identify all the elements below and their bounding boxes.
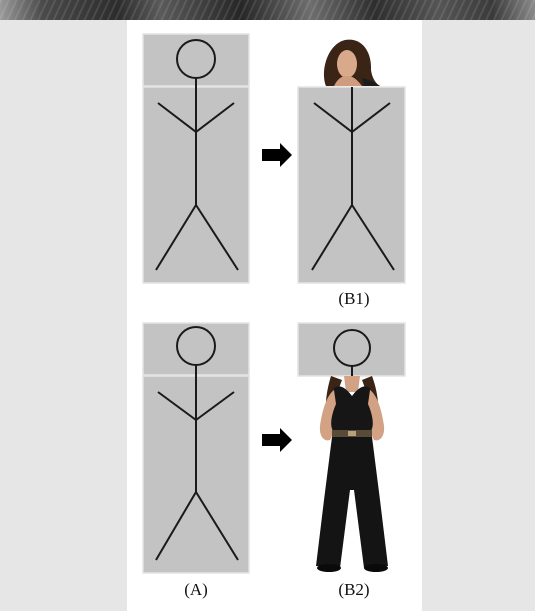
belt-buckle bbox=[348, 431, 356, 436]
top-right-figure-b1 bbox=[298, 40, 405, 283]
arrow-right-icon bbox=[262, 428, 292, 452]
left-shoe bbox=[317, 564, 341, 572]
black-trousers bbox=[316, 437, 388, 568]
right-shoe bbox=[364, 564, 388, 572]
label-b2: (B2) bbox=[314, 580, 394, 600]
label-b1: (B1) bbox=[314, 289, 394, 309]
arrow-right-icon bbox=[262, 143, 292, 167]
photo-head-b1 bbox=[324, 40, 380, 86]
bottom-left-stick-figure-a bbox=[143, 323, 249, 573]
photo-body-b2 bbox=[316, 376, 388, 572]
neck-skin bbox=[344, 376, 360, 392]
top-left-stick-figure bbox=[143, 34, 249, 283]
face-shape bbox=[337, 50, 357, 78]
label-a: (A) bbox=[156, 580, 236, 600]
bottom-right-figure-b2 bbox=[298, 323, 405, 572]
black-top bbox=[330, 386, 374, 430]
